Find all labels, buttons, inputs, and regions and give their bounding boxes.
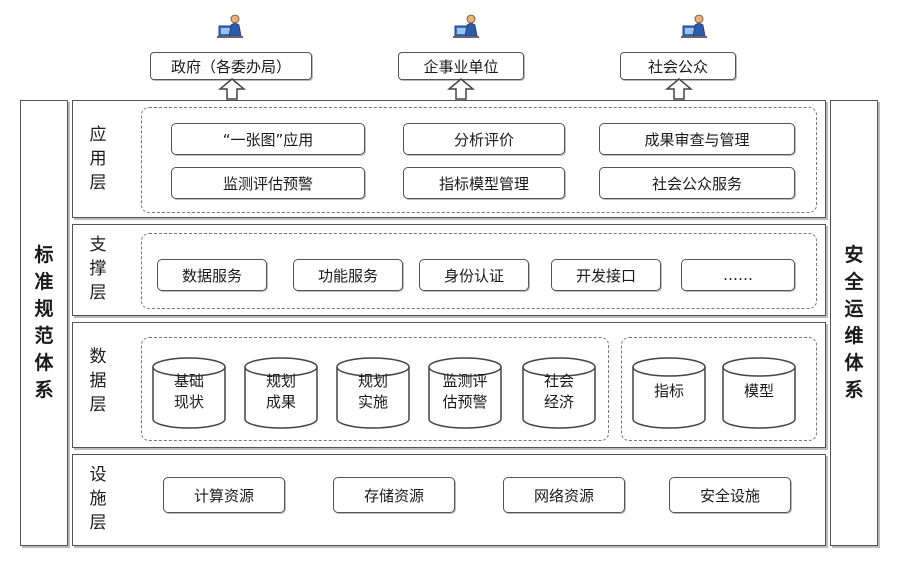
database-planning-results: 规划成果 xyxy=(243,357,319,429)
database-models: 模型 xyxy=(721,357,797,429)
application-layer: 应用层 “一张图”应用 分析评价 成果审查与管理 监测评估预警 指标模型管理 社… xyxy=(72,100,826,218)
support-group xyxy=(141,233,817,309)
database-planning-implementation: 规划实施 xyxy=(335,357,411,429)
support-layer: 支撑层 数据服务 功能服务 身份认证 开发接口 …… xyxy=(72,224,826,316)
up-arrow-icon xyxy=(665,78,693,100)
app-item-monitoring: 监测评估预警 xyxy=(171,167,365,199)
standards-column-label: 标准规范体系 xyxy=(34,244,54,401)
data-layer-label: 数据层 xyxy=(89,347,107,415)
app-item-indicator-model: 指标模型管理 xyxy=(403,167,565,199)
app-item-public-service: 社会公众服务 xyxy=(599,167,795,199)
data-group-main xyxy=(141,337,609,441)
support-item-data-service: 数据服务 xyxy=(157,259,267,291)
database-label-line1: 指标 xyxy=(653,382,684,400)
database-basic-status: 基础现状 xyxy=(151,357,227,429)
infra-item-storage: 存储资源 xyxy=(333,477,455,513)
user-computer-icon xyxy=(680,12,708,40)
app-item-review: 成果审查与管理 xyxy=(599,123,795,155)
database-label-line1: 社会 xyxy=(543,372,574,390)
user-enterprise: 企事业单位 xyxy=(398,52,524,80)
data-layer: 数据层 基础现状 规划成果 规划实施 监测评估预警 社会经济 指标 模型 xyxy=(72,322,826,448)
user-computer-icon xyxy=(216,12,244,40)
user-computer-icon xyxy=(452,12,480,40)
user-government: 政府（各委办局） xyxy=(150,52,312,80)
user-public: 社会公众 xyxy=(620,52,736,80)
infra-item-security: 安全设施 xyxy=(669,477,791,513)
database-label-line2: 估预警 xyxy=(442,393,488,411)
infrastructure-layer-label: 设施层 xyxy=(89,465,107,533)
infra-item-network: 网络资源 xyxy=(503,477,625,513)
application-group xyxy=(141,107,817,213)
database-indicators: 指标 xyxy=(631,357,707,429)
database-label-line2: 成果 xyxy=(265,393,296,411)
support-layer-label: 支撑层 xyxy=(89,235,107,303)
database-label-line2: 现状 xyxy=(173,393,204,411)
up-arrow-icon xyxy=(218,78,246,100)
security-ops-column: 安全运维体系 xyxy=(830,100,878,546)
database-label-line1: 基础 xyxy=(173,372,204,390)
database-label-line1: 规划 xyxy=(265,372,296,390)
up-arrow-icon xyxy=(447,78,475,100)
data-group-models xyxy=(621,337,817,441)
support-item-function-service: 功能服务 xyxy=(293,259,403,291)
support-item-auth: 身份认证 xyxy=(419,259,529,291)
database-socio-economic: 社会经济 xyxy=(521,357,597,429)
database-label-line1: 监测评 xyxy=(442,372,488,390)
database-label-line2: 经济 xyxy=(543,393,574,411)
database-label-line1: 模型 xyxy=(743,382,774,400)
database-label-line1: 规划 xyxy=(357,372,388,390)
database-label-line2: 实施 xyxy=(357,393,388,411)
application-layer-label: 应用层 xyxy=(89,125,107,193)
support-item-dev-interface: 开发接口 xyxy=(551,259,661,291)
support-item-more: …… xyxy=(681,259,795,291)
app-item-one-map: “一张图”应用 xyxy=(171,123,365,155)
infra-item-compute: 计算资源 xyxy=(163,477,285,513)
standards-column: 标准规范体系 xyxy=(20,100,68,546)
security-ops-column-label: 安全运维体系 xyxy=(844,244,864,401)
app-item-analysis: 分析评价 xyxy=(403,123,565,155)
infrastructure-layer: 设施层 计算资源 存储资源 网络资源 安全设施 xyxy=(72,454,826,546)
database-monitoring: 监测评估预警 xyxy=(427,357,503,429)
